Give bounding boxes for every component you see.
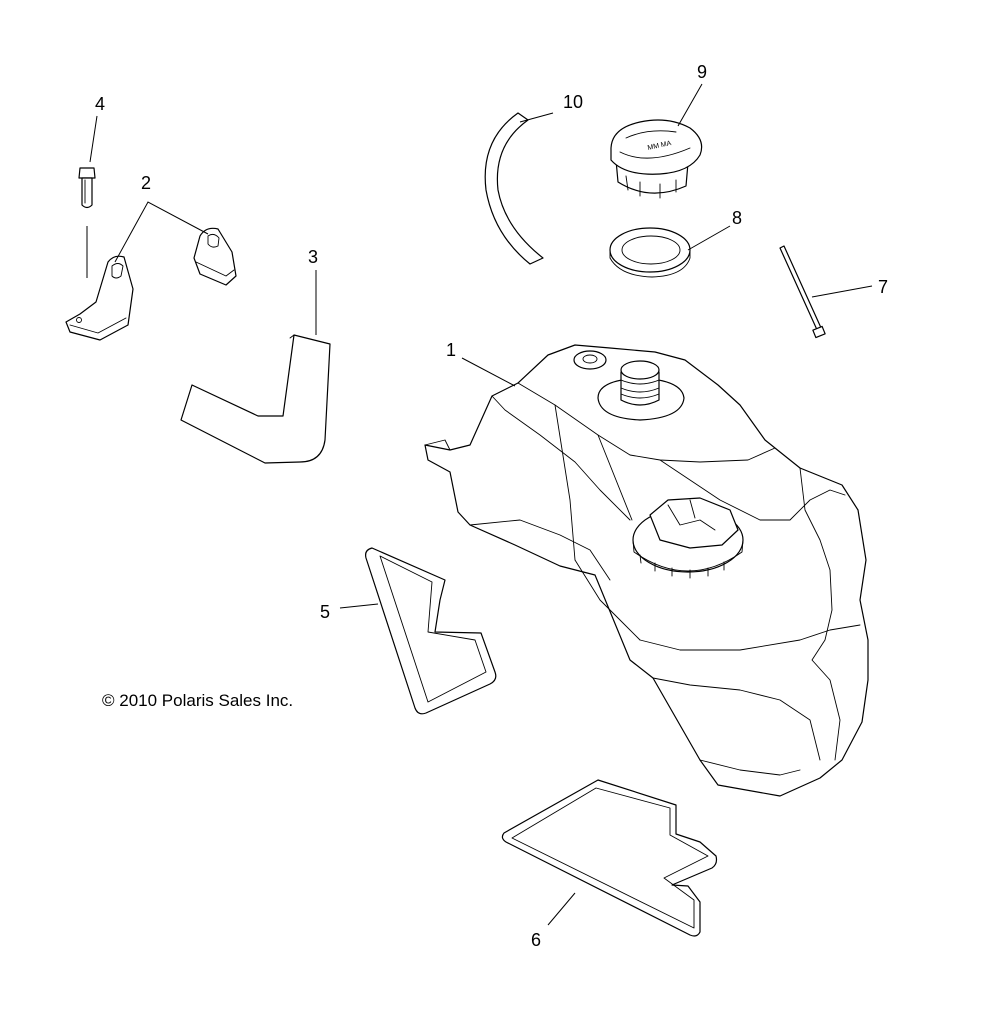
callout-6: 6 [531, 930, 541, 950]
callout-3: 3 [308, 247, 318, 267]
part-9-fuel-cap: MM MA [610, 119, 703, 199]
part-7-cable-tie [779, 245, 826, 339]
part-6-bottom-pad [501, 779, 718, 937]
callout-9: 9 [697, 62, 707, 82]
part-10-hose [484, 112, 544, 265]
part-2-bracket-right [193, 227, 237, 286]
part-1-fuel-tank [424, 344, 869, 797]
part-4-bolt [78, 167, 96, 278]
svg-text:MM MA: MM MA [647, 140, 672, 152]
callout-5: 5 [320, 602, 330, 622]
callout-10: 10 [563, 92, 583, 112]
part-2-bracket-left [65, 255, 134, 341]
callout-1: 1 [446, 340, 456, 360]
callout-8: 8 [732, 208, 742, 228]
part-3-pad [180, 334, 331, 464]
leader-lines [89, 83, 873, 926]
callout-7: 7 [878, 277, 888, 297]
part-8-gasket [609, 227, 691, 278]
part-5-shield [365, 547, 497, 715]
copyright-notice: © 2010 Polaris Sales Inc. [102, 691, 293, 710]
callout-4: 4 [95, 94, 105, 114]
callout-2: 2 [141, 173, 151, 193]
